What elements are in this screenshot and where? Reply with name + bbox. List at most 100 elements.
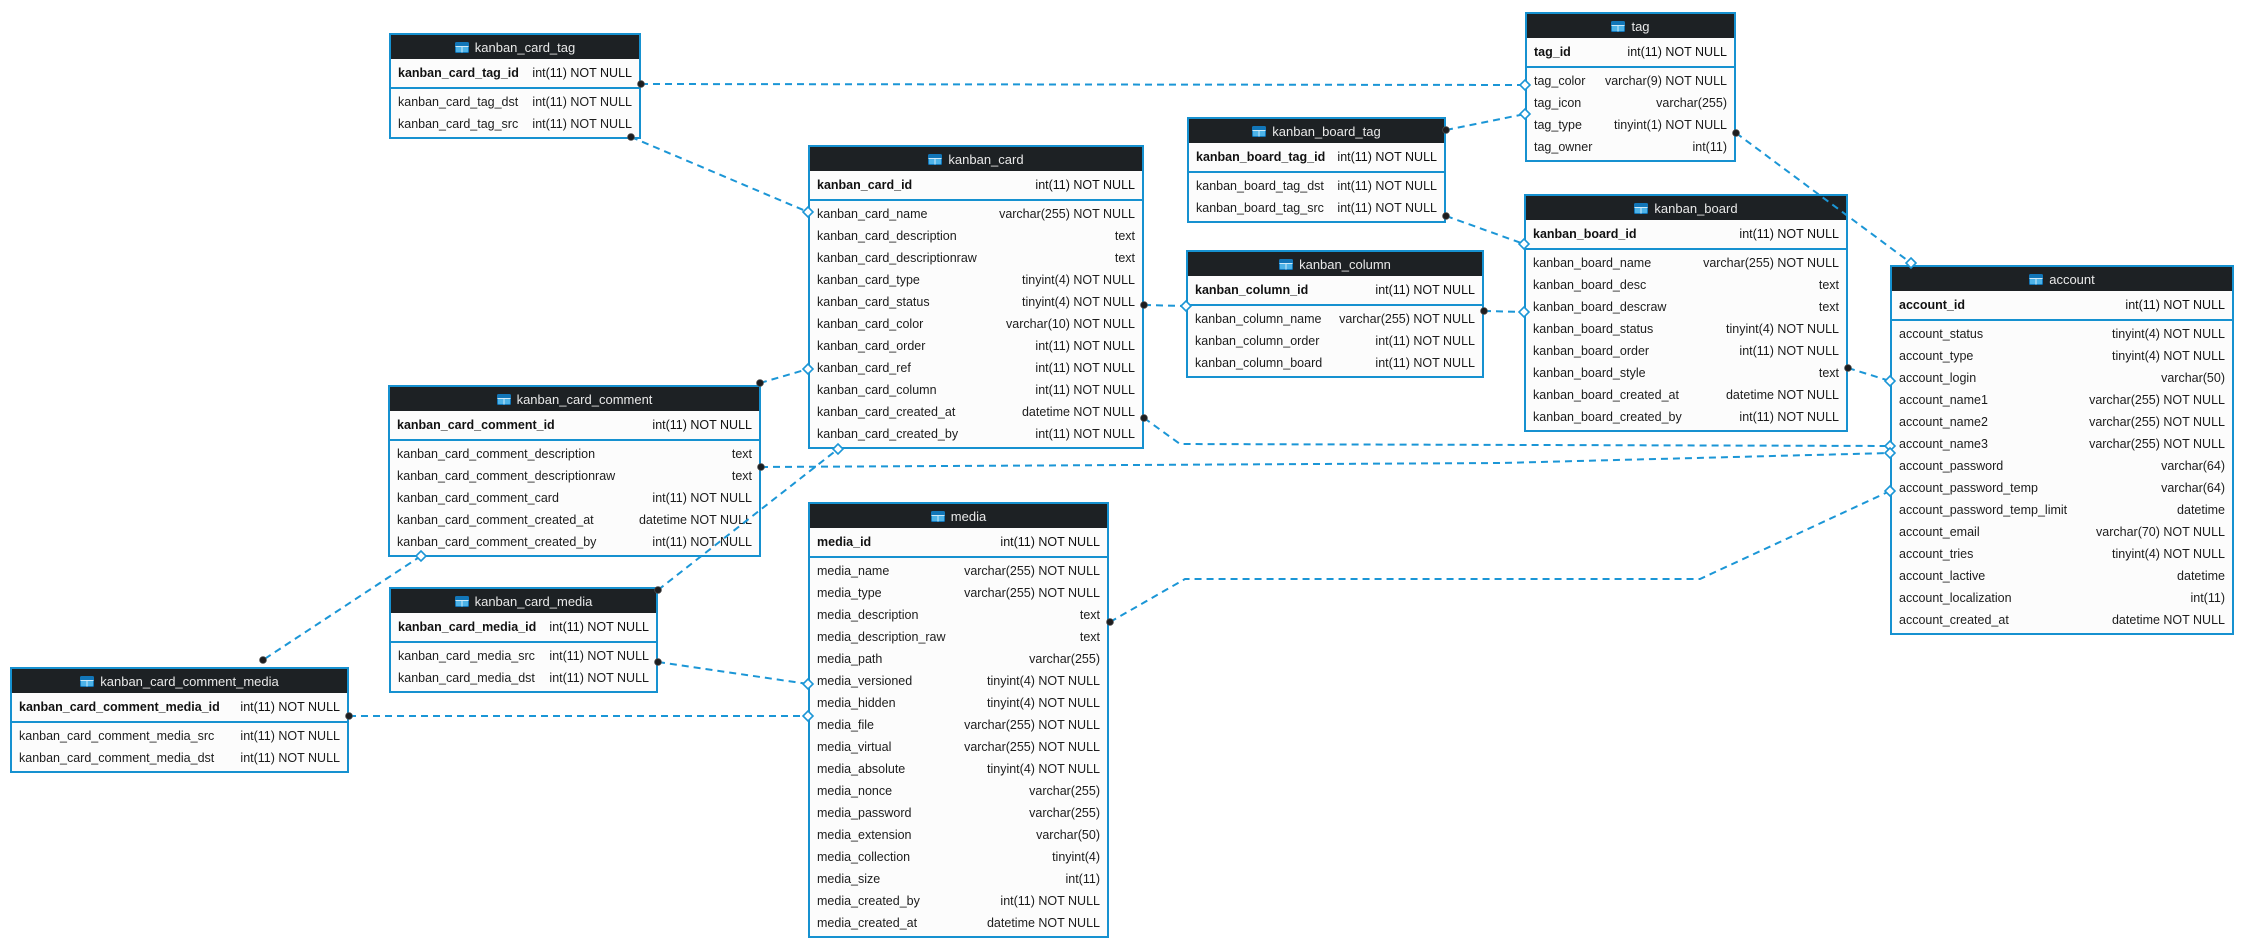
column-name: media_description — [817, 608, 919, 622]
column-name: kanban_board_order — [1533, 344, 1650, 358]
column-name: kanban_card_created_at — [817, 405, 956, 419]
column-type: datetime — [2177, 503, 2225, 517]
table-kanban_column[interactable]: kanban_column kanban_column_id int(11) N… — [1186, 250, 1484, 378]
table-header[interactable]: kanban_card_media — [391, 589, 656, 613]
column-name: kanban_board_created_by — [1533, 410, 1682, 424]
primary-key-type: int(11) NOT NULL — [1739, 227, 1839, 241]
column-type: varchar(70) NOT NULL — [2096, 525, 2225, 539]
relationship-kanban_card_comment-kanban_card — [759, 368, 809, 384]
column-type: text — [731, 447, 752, 461]
column-row: kanban_card_status tinyint(4) NOT NULL — [810, 291, 1142, 313]
column-list: kanban_card_tag_dst int(11) NOT NULL kan… — [391, 89, 639, 137]
column-row: media_versioned tinyint(4) NOT NULL — [810, 670, 1107, 692]
table-kanban_board[interactable]: kanban_board kanban_board_id int(11) NOT… — [1524, 194, 1848, 432]
table-header[interactable]: kanban_card_comment — [390, 387, 759, 411]
primary-key-row: kanban_column_id int(11) NOT NULL — [1188, 276, 1482, 306]
table-grid-icon — [1634, 202, 1649, 214]
primary-key-name: kanban_column_id — [1195, 283, 1309, 297]
column-row: kanban_board_descraw text — [1526, 296, 1846, 318]
column-list: kanban_board_tag_dst int(11) NOT NULL ka… — [1189, 173, 1444, 221]
column-type: datetime NOT NULL — [986, 916, 1100, 930]
table-header[interactable]: kanban_column — [1188, 252, 1482, 276]
column-type: int(11) NOT NULL — [1035, 339, 1135, 353]
table-grid-icon — [454, 41, 469, 53]
table-title: kanban_board_tag — [1272, 123, 1381, 139]
column-list: kanban_board_name varchar(255) NOT NULL … — [1526, 250, 1846, 430]
column-row: account_password_temp varchar(64) — [1892, 477, 2232, 499]
column-name: tag_type — [1534, 118, 1582, 132]
column-row: account_lactive datetime — [1892, 565, 2232, 587]
column-name: media_created_at — [817, 916, 918, 930]
table-kanban_card_media[interactable]: kanban_card_media kanban_card_media_id i… — [389, 587, 658, 693]
table-title: account — [2049, 271, 2095, 287]
column-type: int(11) NOT NULL — [1035, 383, 1135, 397]
table-grid-icon — [454, 595, 469, 607]
table-kanban_card_tag[interactable]: kanban_card_tag kanban_card_tag_id int(1… — [389, 33, 641, 139]
column-row: media_file varchar(255) NOT NULL — [810, 714, 1107, 736]
table-kanban_card_comment_media[interactable]: kanban_card_comment_media kanban_card_co… — [10, 667, 349, 773]
table-kanban_card_comment[interactable]: kanban_card_comment kanban_card_comment_… — [388, 385, 761, 557]
column-type: tinyint(4) NOT NULL — [987, 674, 1100, 688]
table-header[interactable]: kanban_card_tag — [391, 35, 639, 59]
column-type: varchar(255) NOT NULL — [2089, 415, 2225, 429]
column-row: account_created_at datetime NOT NULL — [1892, 609, 2232, 631]
relationship-media-account — [1109, 490, 1891, 623]
column-type: varchar(255) NOT NULL — [999, 207, 1135, 221]
column-type: int(11) NOT NULL — [652, 491, 752, 505]
table-title: kanban_card_comment — [516, 391, 653, 407]
column-row: kanban_board_name varchar(255) NOT NULL — [1526, 252, 1846, 274]
column-name: tag_icon — [1534, 96, 1582, 110]
column-name: media_password — [817, 806, 912, 820]
table-header[interactable]: kanban_card_comment_media — [12, 669, 347, 693]
column-name: kanban_card_comment_created_by — [397, 535, 597, 549]
column-name: kanban_card_order — [817, 339, 926, 353]
column-row: kanban_card_color varchar(10) NOT NULL — [810, 313, 1142, 335]
column-name: media_description_raw — [817, 630, 946, 644]
column-name: media_collection — [817, 850, 911, 864]
column-name: kanban_board_status — [1533, 322, 1654, 336]
column-row: kanban_card_tag_src int(11) NOT NULL — [391, 113, 639, 135]
column-type: int(11) NOT NULL — [240, 751, 340, 765]
column-row: kanban_card_comment_created_at datetime … — [390, 509, 759, 531]
table-header[interactable]: kanban_card — [810, 147, 1142, 171]
column-type: datetime NOT NULL — [1021, 405, 1135, 419]
table-grid-icon — [2029, 273, 2044, 285]
table-header[interactable]: tag — [1527, 14, 1734, 38]
table-header[interactable]: account — [1892, 267, 2232, 291]
relationship-kanban_card_tag-tag — [640, 83, 1526, 86]
column-type: varchar(255) NOT NULL — [1339, 312, 1475, 326]
column-type: int(11) NOT NULL — [549, 671, 649, 685]
column-list: account_status tinyint(4) NOT NULL accou… — [1892, 321, 2232, 633]
column-row: account_login varchar(50) — [1892, 367, 2232, 389]
column-name: kanban_card_descriptionraw — [817, 251, 977, 265]
column-row: kanban_card_comment_card int(11) NOT NUL… — [390, 487, 759, 509]
table-account[interactable]: account account_id int(11) NOT NULL acco… — [1890, 265, 2234, 635]
relationship-kanban_card_media-media — [657, 661, 809, 685]
primary-key-type: int(11) NOT NULL — [2125, 298, 2225, 312]
table-header[interactable]: kanban_board — [1526, 196, 1846, 220]
table-header[interactable]: media — [810, 504, 1107, 528]
primary-key-row: kanban_card_comment_media_id int(11) NOT… — [12, 693, 347, 723]
column-row: media_description text — [810, 604, 1107, 626]
column-row: kanban_column_name varchar(255) NOT NULL — [1188, 308, 1482, 330]
column-name: tag_color — [1534, 74, 1586, 88]
table-title: kanban_card_tag — [474, 39, 576, 55]
relationship-kanban_board_tag-tag — [1445, 113, 1526, 131]
column-row: kanban_board_tag_dst int(11) NOT NULL — [1189, 175, 1444, 197]
column-type: varchar(255) — [1029, 652, 1100, 666]
column-name: kanban_card_comment_description — [397, 447, 596, 461]
column-type: int(11) NOT NULL — [1035, 427, 1135, 441]
table-tag[interactable]: tag tag_id int(11) NOT NULL tag_color va… — [1525, 12, 1736, 162]
column-row: account_name3 varchar(255) NOT NULL — [1892, 433, 2232, 455]
table-kanban_card[interactable]: kanban_card kanban_card_id int(11) NOT N… — [808, 145, 1144, 449]
column-row: kanban_board_order int(11) NOT NULL — [1526, 340, 1846, 362]
primary-key-row: kanban_card_id int(11) NOT NULL — [810, 171, 1142, 201]
primary-key-row: media_id int(11) NOT NULL — [810, 528, 1107, 558]
primary-key-name: account_id — [1899, 298, 1965, 312]
table-media[interactable]: media media_id int(11) NOT NULL media_na… — [808, 502, 1109, 938]
table-kanban_board_tag[interactable]: kanban_board_tag kanban_board_tag_id int… — [1187, 117, 1446, 223]
primary-key-row: kanban_board_tag_id int(11) NOT NULL — [1189, 143, 1444, 173]
table-header[interactable]: kanban_board_tag — [1189, 119, 1444, 143]
column-type: text — [1114, 229, 1135, 243]
column-row: kanban_card_descriptionraw text — [810, 247, 1142, 269]
